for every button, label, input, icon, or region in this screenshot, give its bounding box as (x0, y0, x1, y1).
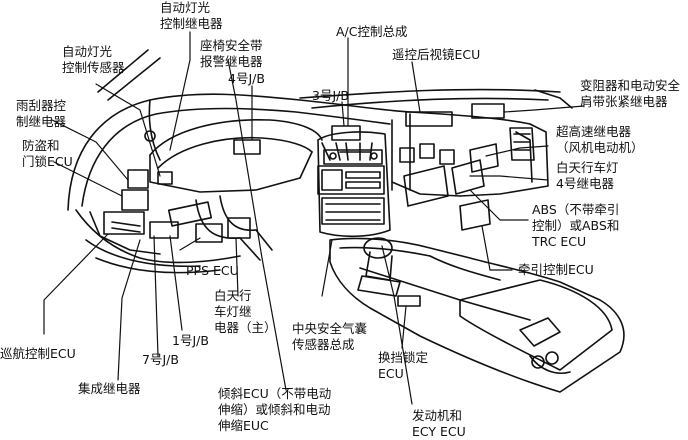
label-pps-ecu: PPS ECU (186, 263, 239, 278)
label-auto-light-relay: 自动灯光 控制继电器 (160, 0, 223, 31)
right-side-components (403, 143, 499, 231)
label-jb3: 3号J/B (312, 88, 349, 103)
steering-column (167, 195, 273, 261)
label-super-speed-relay: 超高速继电器 （风机电动机） (556, 124, 644, 155)
label-jb4: 4号J/B (228, 71, 265, 86)
label-theft-door-ecu: 防盗和 门锁ECU (22, 138, 73, 169)
label-ac-control: A/C控制总成 (336, 24, 408, 39)
leader-lines (43, 31, 585, 405)
label-airbag-sensor: 中央安全气囊 传感器总成 (292, 321, 368, 352)
dashboard-body (67, 93, 549, 274)
label-wiper-relay: 雨刮器控 制继电器 (16, 98, 67, 129)
label-remote-mirror-ecu: 遥控后视镜ECU (392, 47, 481, 62)
label-drl-relay-main: 白天行 车灯继 电器（主） (214, 288, 277, 335)
center-console (317, 131, 391, 238)
label-resistor-relay: 变阻器和电动安全 肩带张紧继电器 (580, 78, 681, 109)
label-abs-ecu: ABS（不带牵引 控制）或ABS和 TRC ECU (532, 202, 620, 249)
label-shift-lock-ecu: 换挡锁定 ECU (378, 350, 429, 381)
label-engine-ecu: 发动机和 ECY ECU (412, 408, 466, 439)
label-jb1: 1号J/B (172, 333, 209, 348)
label-tilt-ecu: 倾斜ECU（不带电动 伸缩）或倾斜和电动 伸缩EUC (218, 386, 332, 433)
label-drl-relay-4: 白天行车灯 4号继电器 (556, 160, 619, 191)
label-integration-relay: 集成继电器 (78, 381, 141, 396)
label-cruise-ecu: 巡航控制ECU (0, 346, 76, 361)
floor-console (329, 237, 625, 393)
top-components (233, 103, 535, 165)
label-auto-light-sensor: 自动灯光 控制传感器 (62, 44, 125, 75)
label-seatbelt-alarm-relay: 座椅安全带 报警继电器 (200, 38, 263, 69)
label-jb7: 7号J/B (142, 352, 179, 367)
label-traction-ecu: 牵引控制ECU (518, 262, 594, 277)
left-side-components (103, 130, 179, 239)
